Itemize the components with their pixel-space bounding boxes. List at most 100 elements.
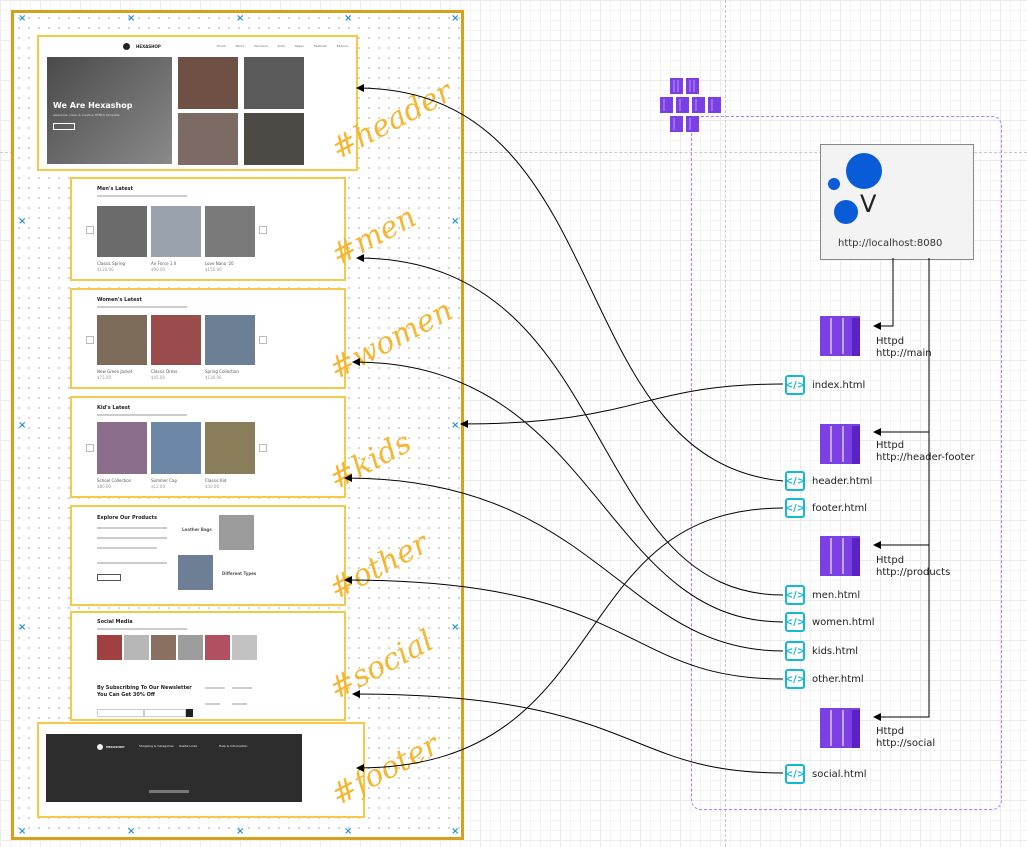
product-price: $80.00 <box>97 484 111 489</box>
section-text <box>97 562 167 564</box>
prev-arrow-icon[interactable] <box>86 226 94 234</box>
httpd-container-icon[interactable] <box>818 314 862 358</box>
handle-x-icon[interactable]: × <box>451 420 460 431</box>
card-label: Different Types <box>222 571 257 576</box>
brand-name: HEXASHOP <box>136 43 161 49</box>
nav-item[interactable]: Men's <box>235 44 245 48</box>
social-image <box>124 635 149 660</box>
handle-x-icon[interactable]: × <box>18 13 27 24</box>
nav-item[interactable]: Home <box>216 44 226 48</box>
container-route: http://social <box>876 738 936 749</box>
container-registry-icon <box>660 78 721 132</box>
footer-section[interactable]: HEXASHOP Shopping & Categories Useful Li… <box>37 722 365 818</box>
nav-item[interactable]: Explore <box>336 44 348 48</box>
handle-x-icon[interactable]: × <box>127 13 136 24</box>
men-section[interactable]: Men's Latest Classic Spring Air Force 1 … <box>70 177 346 281</box>
vue-v-glyph: V <box>860 190 877 218</box>
nav-item[interactable]: Women's <box>254 44 268 48</box>
container-name: Httpd <box>876 440 905 451</box>
httpd-container-icon[interactable] <box>818 534 862 578</box>
html-file-icon[interactable]: </> <box>785 641 805 661</box>
nav-item[interactable]: Features <box>313 44 327 48</box>
container-route: http://main <box>876 348 932 359</box>
hero-button[interactable] <box>53 123 75 130</box>
handle-x-icon[interactable]: × <box>18 826 27 837</box>
section-text <box>97 527 167 529</box>
html-file-icon[interactable]: </> <box>785 585 805 605</box>
httpd-container-icon[interactable] <box>818 706 862 750</box>
container-name: Httpd <box>876 726 905 737</box>
httpd-container-icon[interactable] <box>818 422 862 466</box>
section-title: Explore Our Products <box>97 515 158 521</box>
product-image <box>219 515 254 550</box>
subscribe-button[interactable] <box>186 709 193 717</box>
category-image <box>178 57 238 109</box>
html-file-icon[interactable]: </> <box>785 612 805 632</box>
handle-x-icon[interactable]: × <box>127 826 136 837</box>
html-file-icon[interactable]: </> <box>785 764 805 784</box>
discover-button[interactable] <box>97 574 121 581</box>
category-image <box>178 113 238 165</box>
prev-arrow-icon[interactable] <box>86 444 94 452</box>
card-label: Leather Bags <box>182 527 212 532</box>
handle-x-icon[interactable]: × <box>344 826 353 837</box>
product-price: $75.00 <box>97 375 111 380</box>
nav-item[interactable]: Kid's <box>277 44 285 48</box>
product-price: $45.00 <box>151 375 165 380</box>
handle-x-icon[interactable]: × <box>236 826 245 837</box>
contact-info <box>232 687 252 689</box>
name-input[interactable] <box>97 709 144 717</box>
container-route: http://header-footer <box>876 452 975 463</box>
women-section[interactable]: Women's Latest New Green Jacket Classic … <box>70 288 346 389</box>
product-price: $130.00 <box>205 375 222 380</box>
section-text <box>97 547 157 549</box>
vue-logo-icon <box>828 178 840 190</box>
kubernetes-group-boundary[interactable] <box>691 116 1002 810</box>
nav-item[interactable]: Pages <box>295 44 304 48</box>
connector-social <box>352 690 784 774</box>
connector-vue-header-footer <box>873 258 930 436</box>
social-section[interactable]: Social Media By Subscribing To Our Newsl… <box>70 611 346 721</box>
html-file-icon[interactable]: </> <box>785 669 805 689</box>
file-label: other.html <box>812 674 864 685</box>
guide-line-vertical <box>725 0 726 847</box>
contact-info <box>232 703 247 705</box>
handle-x-icon[interactable]: × <box>344 13 353 24</box>
html-file-icon[interactable]: </> <box>785 471 805 491</box>
product-image <box>205 422 255 474</box>
section-title: Kid's Latest <box>97 405 131 411</box>
handle-x-icon[interactable]: × <box>451 622 460 633</box>
product-image <box>151 422 201 474</box>
file-label: social.html <box>812 769 867 780</box>
section-title: Women's Latest <box>97 297 142 303</box>
kids-section[interactable]: Kid's Latest School Collection Summer Ca… <box>70 396 346 498</box>
section-title: Men's Latest <box>97 186 133 192</box>
handle-x-icon[interactable]: × <box>18 622 27 633</box>
other-section[interactable]: Explore Our Products Leather Bags Differ… <box>70 505 346 606</box>
prev-arrow-icon[interactable] <box>86 336 94 344</box>
handle-x-icon[interactable]: × <box>451 826 460 837</box>
newsletter-title: By Subscribing To Our Newsletter You Can… <box>97 685 192 698</box>
html-file-icon[interactable]: </> <box>785 498 805 518</box>
next-arrow-icon[interactable] <box>259 336 267 344</box>
handle-x-icon[interactable]: × <box>18 420 27 431</box>
next-arrow-icon[interactable] <box>259 226 267 234</box>
handle-x-icon[interactable]: × <box>451 13 460 24</box>
handle-x-icon[interactable]: × <box>451 216 460 227</box>
handle-x-icon[interactable]: × <box>18 216 27 227</box>
email-input[interactable] <box>144 709 186 717</box>
next-arrow-icon[interactable] <box>259 444 267 452</box>
header-section[interactable]: HEXASHOP Home Men's Women's Kid's Pages … <box>37 35 358 171</box>
product-image <box>151 206 201 257</box>
footer-social-icons[interactable] <box>149 790 189 793</box>
product-image <box>205 315 255 365</box>
file-label: men.html <box>812 590 861 601</box>
container-name: Httpd <box>876 336 905 347</box>
html-file-icon[interactable]: </> <box>785 375 805 395</box>
section-title: Social Media <box>97 619 133 625</box>
handle-x-icon[interactable]: × <box>236 13 245 24</box>
file-label: footer.html <box>812 503 867 514</box>
